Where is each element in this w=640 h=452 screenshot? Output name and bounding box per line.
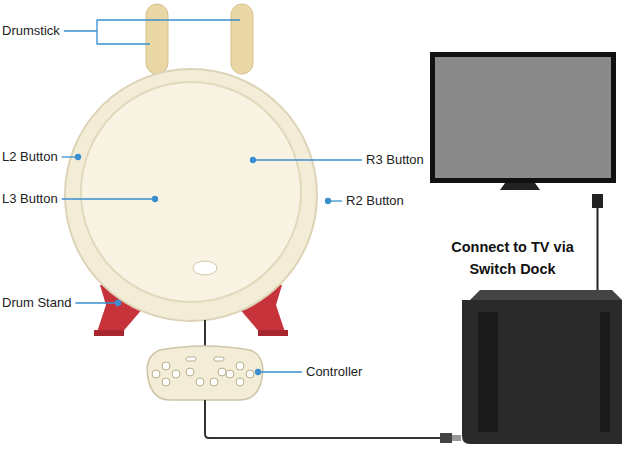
drum-button xyxy=(193,261,217,275)
dock-top xyxy=(470,290,622,300)
tv-stand xyxy=(500,183,540,190)
cable xyxy=(204,320,206,348)
drumstick xyxy=(231,4,253,74)
dock-slot xyxy=(478,312,498,432)
part-label: L2 Button xyxy=(2,149,58,165)
part-label: R2 Button xyxy=(346,193,404,209)
connection-note: Connect to TV via Switch Dock xyxy=(440,236,585,281)
hdmi-plug xyxy=(592,194,603,208)
stand-foot xyxy=(94,330,124,336)
usb-plug xyxy=(440,433,452,443)
tv xyxy=(430,52,616,183)
dock-side xyxy=(600,312,610,432)
part-label: L3 Button xyxy=(2,191,58,207)
part-label: Drumstick xyxy=(2,23,60,39)
hdmi-cable xyxy=(597,208,599,300)
part-label: R3 Button xyxy=(366,152,424,168)
drum-body xyxy=(65,69,317,321)
usb-tip xyxy=(452,435,461,441)
switch-dock xyxy=(462,300,622,444)
usb-cable xyxy=(205,400,440,438)
controller xyxy=(147,346,263,400)
part-label: Controller xyxy=(306,364,362,380)
drum-face xyxy=(81,82,301,302)
part-label: Drum Stand xyxy=(2,295,71,311)
drumstick xyxy=(146,4,168,74)
leader-lines xyxy=(62,20,362,375)
controller-buttons xyxy=(152,357,254,386)
stand-foot xyxy=(258,330,288,336)
tv-screen xyxy=(435,57,611,178)
